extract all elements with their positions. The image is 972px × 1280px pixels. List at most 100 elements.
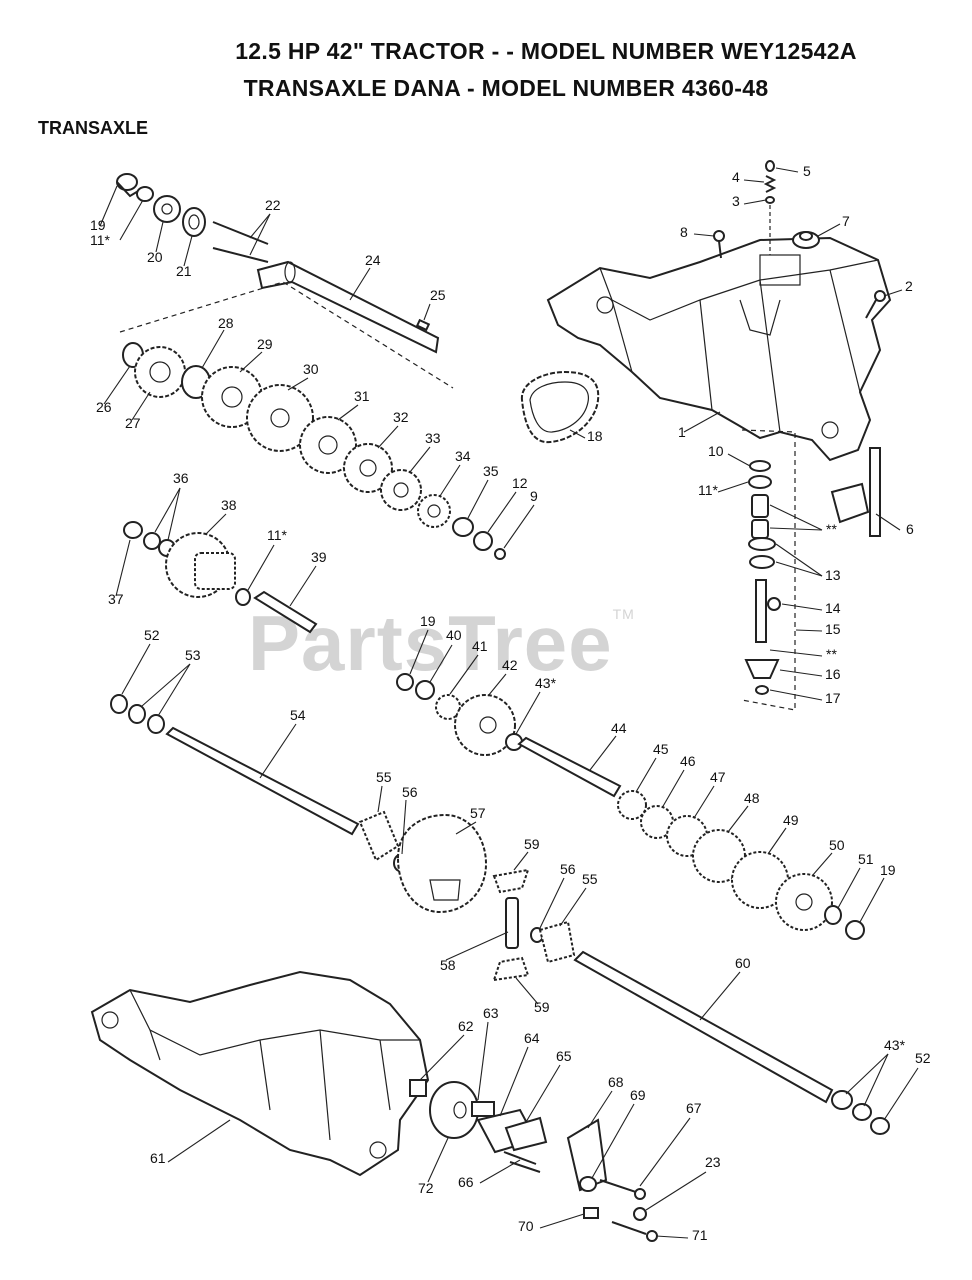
callout-label: 11*	[267, 527, 288, 543]
screw-2[interactable]	[865, 290, 886, 319]
bearing-21[interactable]	[182, 207, 206, 237]
callout-label: 45	[653, 741, 669, 757]
callout-label: 56	[560, 861, 576, 877]
upper-housing[interactable]	[546, 236, 892, 462]
bolt-67[interactable]	[599, 1179, 646, 1200]
callout-label: 32	[393, 409, 409, 425]
bushing-19-mid[interactable]	[396, 673, 414, 691]
washer-37[interactable]	[123, 521, 143, 539]
spring-4-ball-5-3[interactable]	[763, 160, 777, 255]
callout-label: 33	[425, 430, 441, 446]
callout-label: 31	[354, 388, 370, 404]
shaft-39[interactable]	[253, 590, 318, 634]
washers-53[interactable]	[128, 704, 165, 734]
callout-label: 11*	[90, 232, 111, 248]
lever-68[interactable]	[566, 1118, 608, 1192]
caliper-65[interactable]	[504, 1116, 548, 1152]
callout-label: 22	[265, 197, 281, 213]
callout-label: 15	[825, 621, 841, 637]
key-25[interactable]	[415, 318, 431, 332]
callout-label: 69	[630, 1087, 646, 1103]
callout-label: 20	[147, 249, 163, 265]
washer-43-mid[interactable]	[505, 733, 523, 751]
washer-69[interactable]	[579, 1176, 597, 1192]
callout-label: 59	[524, 836, 540, 852]
callout-label: 2	[905, 278, 913, 294]
sprocket-27[interactable]	[134, 346, 186, 398]
callout-label: 12	[512, 475, 528, 491]
bushing-12[interactable]	[473, 531, 493, 551]
spacer-40[interactable]	[415, 680, 435, 700]
callout-label: 63	[483, 1005, 499, 1021]
callout-label: 47	[710, 769, 726, 785]
pinion-59-bottom[interactable]	[492, 956, 530, 982]
sprocket-20[interactable]	[153, 195, 181, 223]
seal-62[interactable]	[409, 1079, 427, 1097]
callout-label: 52	[915, 1050, 931, 1066]
callout-label: 36	[173, 470, 189, 486]
bracket-70[interactable]	[583, 1207, 599, 1219]
gear-30[interactable]	[246, 384, 314, 452]
callout-label: 50	[829, 837, 845, 853]
callout-label: 72	[418, 1180, 434, 1196]
brake-pad-63[interactable]	[471, 1101, 495, 1117]
callout-label: 42	[502, 657, 518, 673]
nut-23[interactable]	[633, 1207, 647, 1221]
washer-52-left[interactable]	[110, 694, 128, 714]
callout-label: 40	[446, 627, 462, 643]
plug-7[interactable]	[792, 231, 820, 249]
callout-label: 19	[420, 613, 436, 629]
gear-31[interactable]	[299, 416, 357, 474]
callout-label: 64	[524, 1030, 540, 1046]
callout-label: 14	[825, 600, 841, 616]
bevel-gear-55-right[interactable]	[538, 920, 576, 964]
keys-22[interactable]	[212, 221, 269, 263]
axle-60[interactable]	[573, 950, 834, 1104]
diagram-subtitle: TRANSAXLE DANA - MODEL NUMBER 4360-48	[243, 75, 769, 101]
lower-housing[interactable]	[90, 970, 430, 1177]
washer-52-right[interactable]	[870, 1117, 890, 1135]
washer-11-top[interactable]	[136, 186, 154, 202]
callout-label: 27	[125, 415, 141, 431]
gear-42[interactable]	[454, 694, 516, 756]
gear-50[interactable]	[775, 873, 833, 931]
washers-43-right[interactable]	[831, 1090, 872, 1121]
callout-label: 35	[483, 463, 499, 479]
shift-bracket[interactable]	[830, 447, 881, 537]
axle-54[interactable]	[165, 726, 360, 836]
callout-label: 43*	[884, 1037, 906, 1053]
callout-label: 4	[732, 169, 740, 185]
pinion-59-top[interactable]	[492, 868, 530, 894]
bushing-19-right[interactable]	[845, 920, 865, 940]
bevel-gear-55-left[interactable]	[358, 810, 400, 862]
bolt-71[interactable]	[611, 1221, 658, 1242]
callout-label: 25	[430, 287, 446, 303]
pins-66[interactable]	[503, 1151, 541, 1173]
callout-label: 30	[303, 361, 319, 377]
callout-label: 44	[611, 720, 627, 736]
sprocket-41[interactable]	[435, 694, 461, 720]
washer-11-mid[interactable]	[235, 588, 251, 606]
shaft-44[interactable]	[517, 736, 622, 798]
drive-chain[interactable]	[520, 370, 600, 444]
shaft-24[interactable]	[256, 260, 440, 354]
cluster-gear-38[interactable]	[165, 532, 236, 598]
gear-34[interactable]	[417, 494, 451, 528]
ring-9[interactable]	[494, 548, 506, 560]
disc-72[interactable]	[429, 1081, 479, 1139]
gear-45[interactable]	[617, 790, 647, 820]
callout-label: 18	[587, 428, 603, 444]
gear-32[interactable]	[343, 443, 393, 493]
callout-label: 49	[783, 812, 799, 828]
ring-gear-57[interactable]	[396, 813, 488, 914]
callout-label: 65	[556, 1048, 572, 1064]
callout-label: 21	[176, 263, 192, 279]
washer-51[interactable]	[824, 905, 842, 925]
bevel-shaft-assembly[interactable]	[741, 429, 796, 711]
section-heading: TRANSAXLE	[38, 118, 149, 138]
cross-shaft-58[interactable]	[505, 897, 519, 949]
gear-33[interactable]	[380, 469, 422, 511]
callout-label: 54	[290, 707, 306, 723]
washer-35[interactable]	[452, 517, 474, 537]
